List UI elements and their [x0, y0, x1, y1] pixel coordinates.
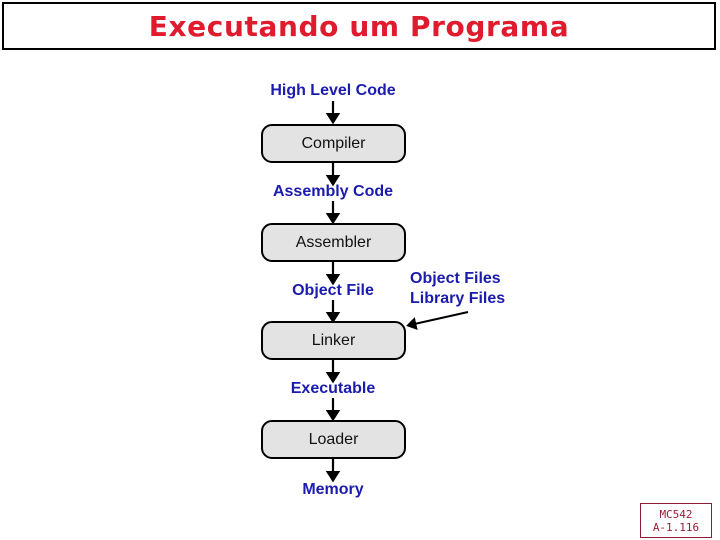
annotation-line-object-files: Object Files [410, 270, 501, 287]
flow-stage-compiler[interactable]: Compiler [261, 124, 406, 163]
flow-stage-loader[interactable]: Loader [261, 420, 406, 459]
linker-inputs-annotation: Object Files Library Files [410, 269, 505, 309]
slide-footer-stamp: MC542 A-1.116 [640, 503, 712, 538]
flow-label-executable: Executable [290, 380, 376, 397]
flow-stage-compiler-label: Compiler [301, 134, 366, 152]
flow-label-high-level-code: High Level Code [270, 82, 396, 99]
flow-stage-linker-label: Linker [311, 331, 356, 349]
footer-course-code: MC542 [659, 507, 693, 521]
flow-label-memory: Memory [302, 481, 364, 498]
flow-label-assembly-code: Assembly Code [272, 183, 394, 200]
flow-label-object-file: Object File [292, 282, 374, 299]
slide-title-box: Executando um Programa [2, 2, 716, 50]
footer-reference: A-1.116 [652, 520, 700, 534]
flow-stage-linker[interactable]: Linker [261, 321, 406, 360]
flow-stage-loader-label: Loader [308, 430, 359, 448]
page-title: Executando um Programa [148, 9, 570, 43]
annotation-line-library-files: Library Files [410, 290, 506, 307]
flow-stage-assembler[interactable]: Assembler [261, 223, 406, 262]
flow-stage-assembler-label: Assembler [295, 233, 372, 251]
